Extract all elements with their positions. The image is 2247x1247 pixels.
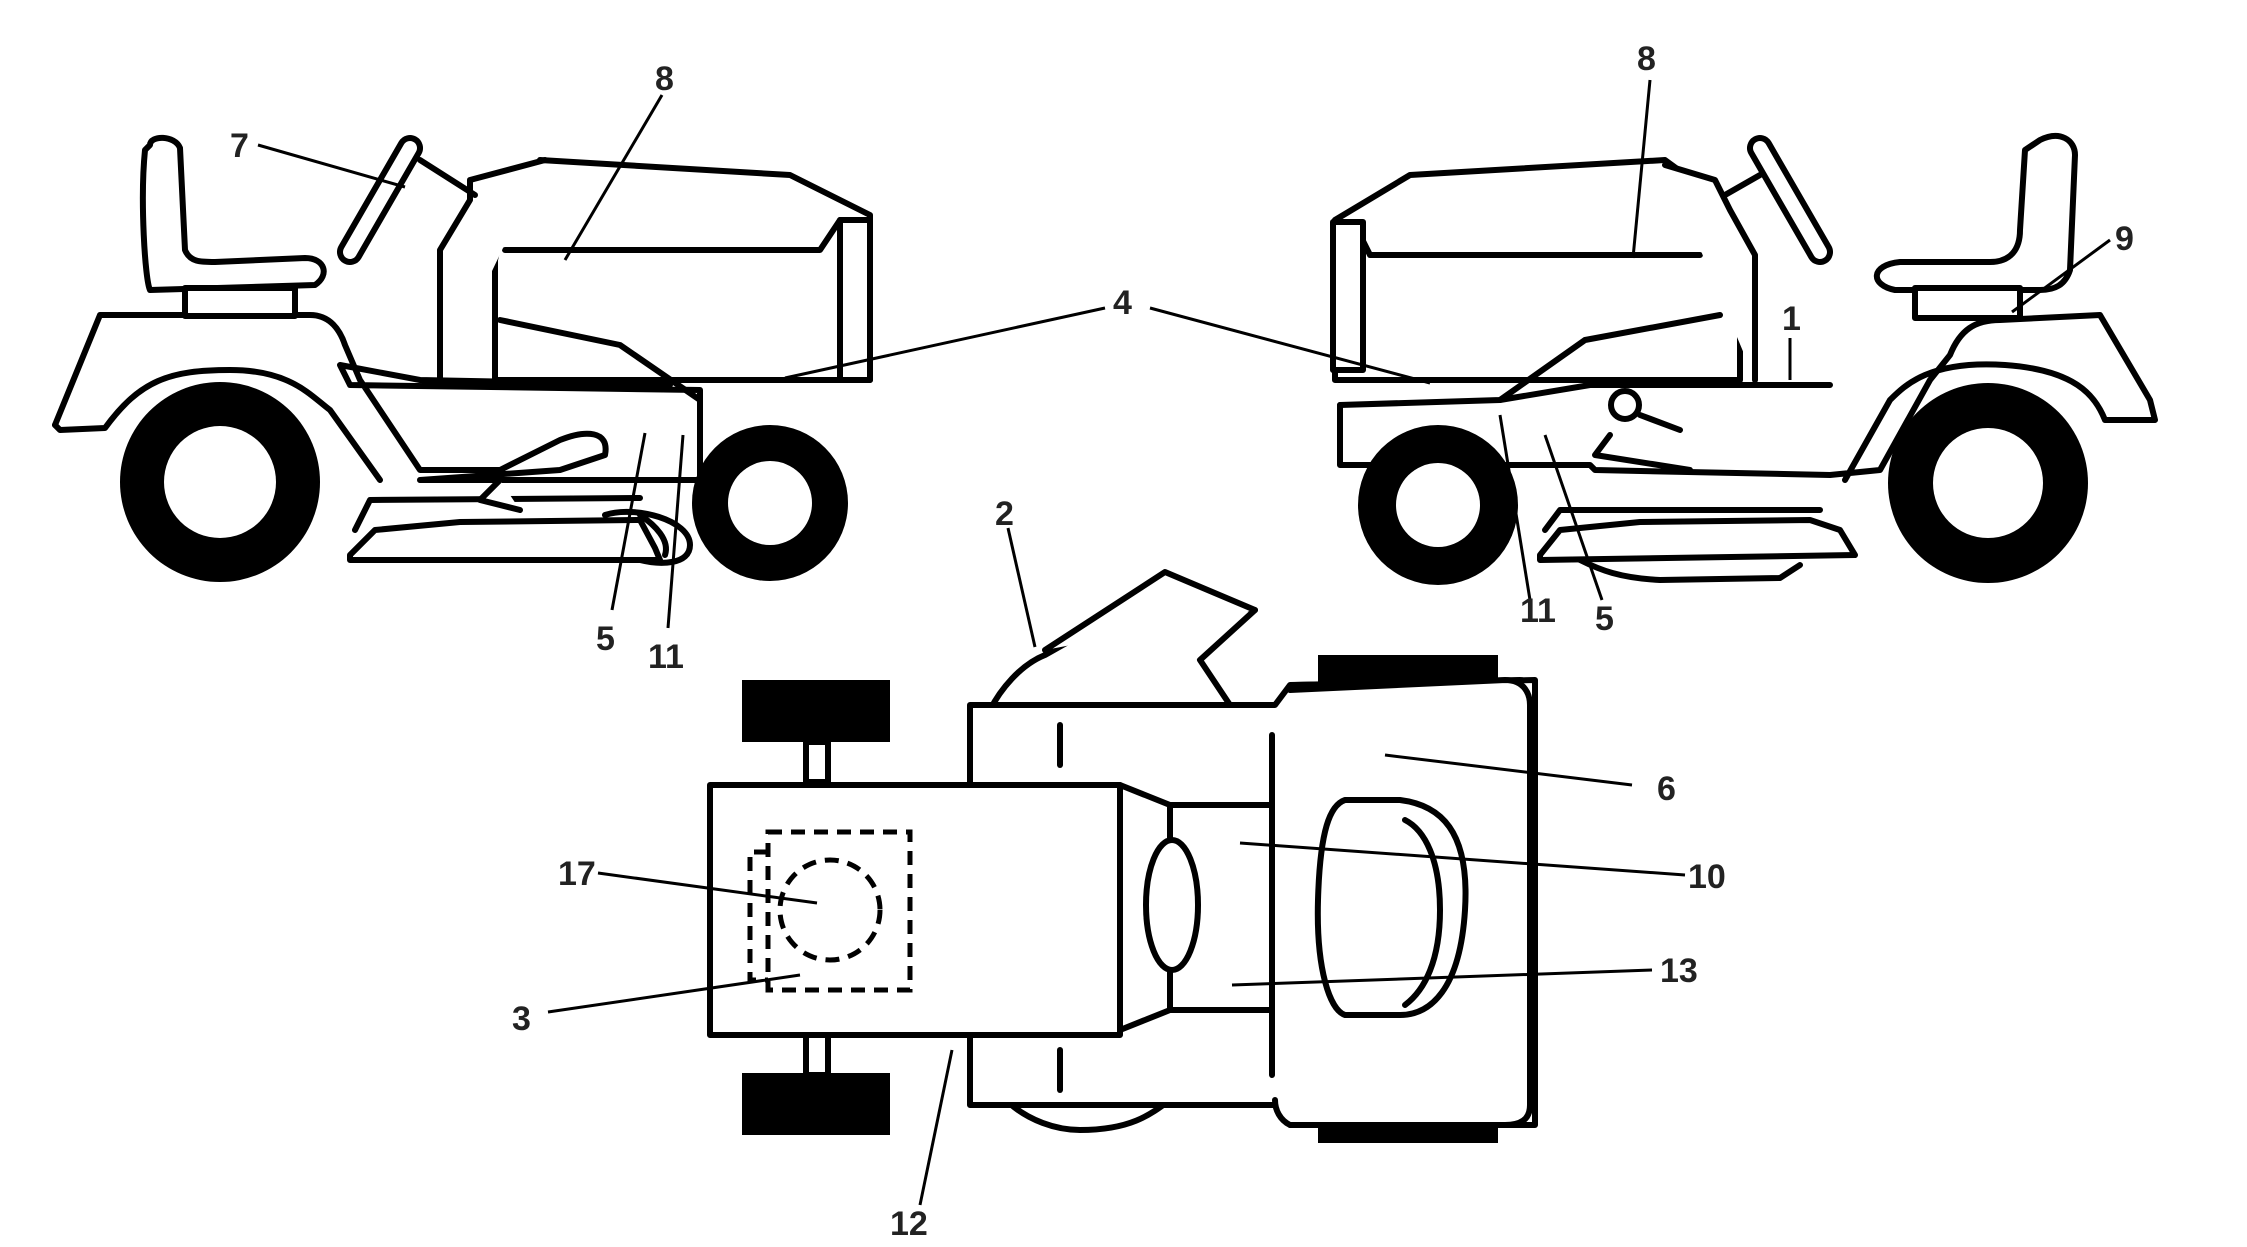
callout-3: 3	[512, 1000, 531, 1038]
callout-5-right: 5	[1595, 600, 1614, 638]
callout-8-left: 8	[655, 60, 674, 98]
callout-17: 17	[558, 855, 596, 893]
callout-13: 13	[1660, 952, 1698, 990]
callout-11-right: 11	[1520, 592, 1556, 630]
callout-labels: 7 8 4 5 11 8 9 1 11 5 2 6 10 13 17 3 12	[230, 40, 2134, 1243]
callout-2: 2	[995, 495, 1014, 533]
tractor-left-side-view	[52, 134, 873, 582]
callout-11-left: 11	[648, 638, 684, 676]
tractor-right-side-view	[1330, 133, 2158, 585]
callout-6: 6	[1657, 770, 1676, 808]
callout-12: 12	[890, 1205, 928, 1243]
tractor-top-view	[707, 569, 1538, 1143]
callout-9: 9	[2115, 220, 2134, 258]
callout-7: 7	[230, 127, 249, 165]
callout-8-right: 8	[1637, 40, 1656, 78]
leader-lines	[257, 79, 2111, 1206]
callout-10: 10	[1688, 858, 1726, 896]
callout-5-left: 5	[596, 620, 615, 658]
callout-1: 1	[1782, 300, 1801, 338]
callout-4: 4	[1113, 284, 1132, 322]
